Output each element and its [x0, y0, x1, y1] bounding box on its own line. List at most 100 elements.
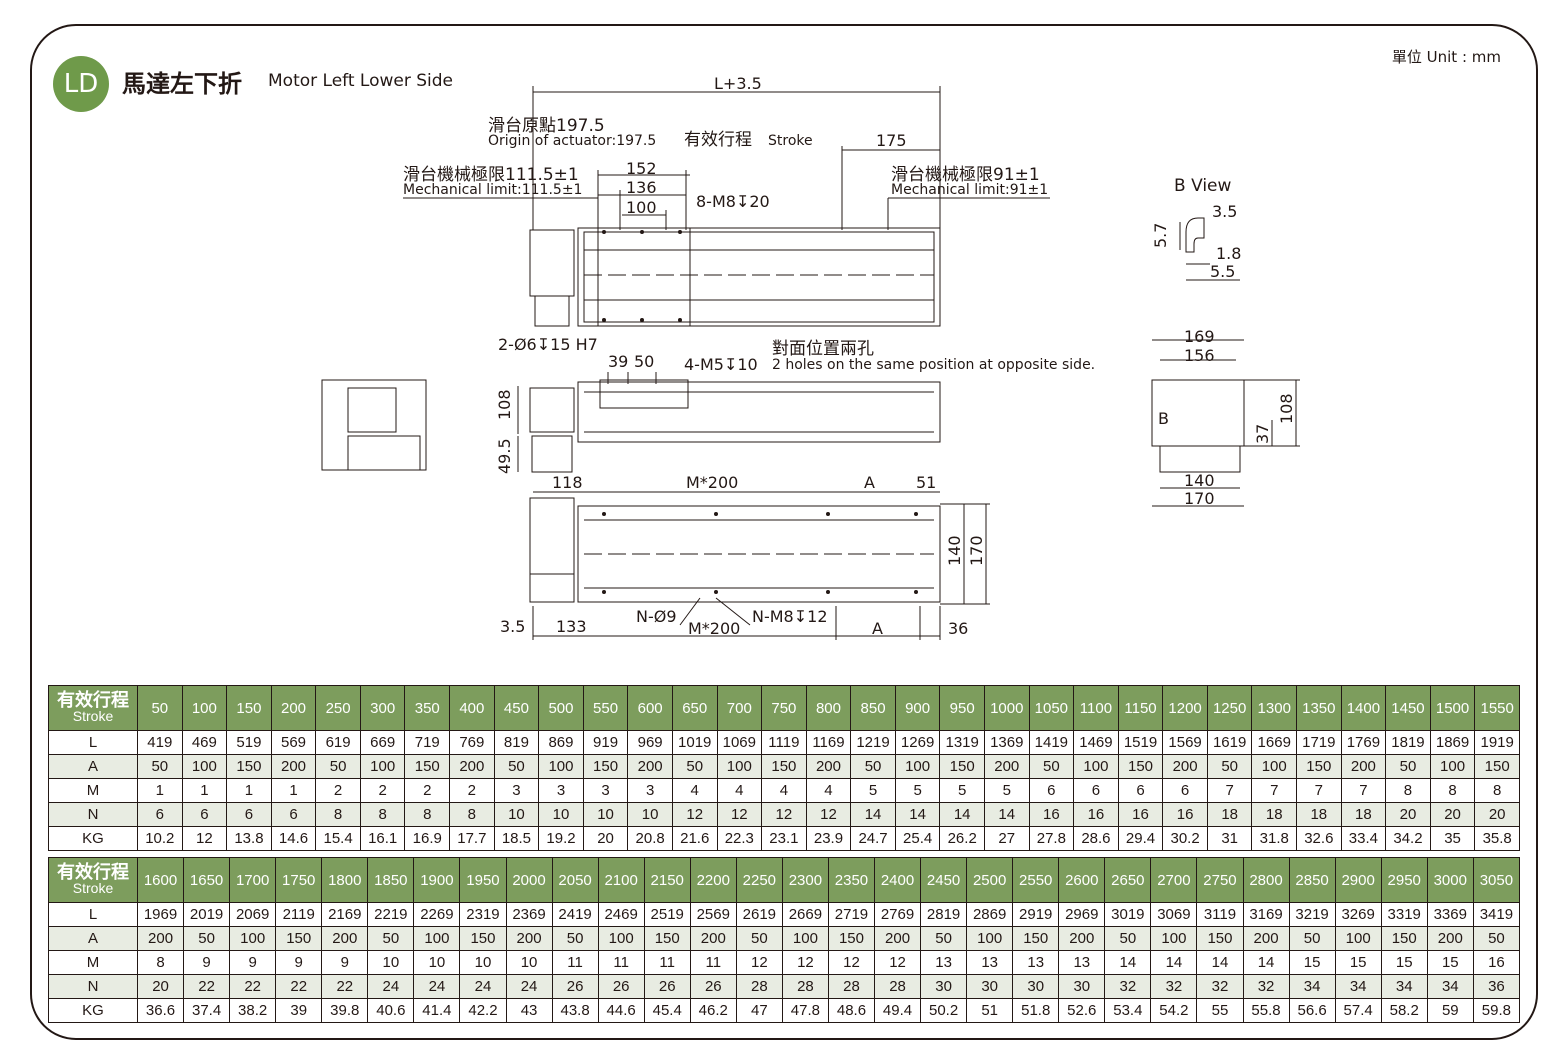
bview-5-5: 5.5	[1210, 262, 1235, 281]
table-cell: 14	[939, 802, 985, 827]
table-cell: 43	[505, 998, 553, 1023]
dim-51: 51	[916, 473, 936, 492]
table-cell: 14	[1104, 950, 1152, 975]
table-cell: 1619	[1206, 730, 1253, 755]
table-cell: 1069	[716, 730, 763, 755]
table-cell: 2719	[827, 902, 876, 927]
table-cell: 200	[805, 754, 852, 779]
table-cell: 2019	[183, 902, 231, 927]
table-cell: 6	[181, 802, 228, 827]
table-cell: 30	[920, 974, 968, 999]
table-cell: 919	[582, 730, 629, 755]
stroke-value: 1000	[983, 685, 1030, 731]
table-cell: 50	[1104, 926, 1152, 951]
stroke-value: 800	[805, 685, 852, 731]
table-cell: 3269	[1334, 902, 1382, 927]
table-cell: 23.9	[805, 826, 852, 851]
table-cell: 32.6	[1296, 826, 1342, 851]
table-cell: 200	[321, 926, 369, 951]
table-cell: 1419	[1028, 730, 1075, 755]
table-cell: 4	[671, 778, 718, 803]
stroke-label-zh: 有效行程	[57, 862, 129, 882]
table-cell: 12	[873, 950, 922, 975]
model-badge: LD	[53, 56, 109, 112]
stroke-label-zh: 有效行程	[57, 690, 129, 710]
table-cell: 29.4	[1117, 826, 1164, 851]
table-cell: 50	[1206, 754, 1253, 779]
dim-m200-bottom: M*200	[688, 619, 740, 638]
row-label: M	[48, 950, 138, 975]
stroke-value: 2900	[1334, 857, 1382, 903]
table-cell: 34.2	[1385, 826, 1431, 851]
mech-left-en: Mechanical limit:111.5±1	[403, 182, 582, 198]
dim-3-5: 3.5	[500, 617, 525, 636]
table-cell: 5	[894, 778, 941, 803]
stroke-value: 1250	[1206, 685, 1253, 731]
table-cell: 2	[359, 778, 406, 803]
stroke-value: 3000	[1426, 857, 1474, 903]
table-cell: 35	[1429, 826, 1476, 851]
stroke-value: 1850	[367, 857, 415, 903]
table-cell: 100	[1334, 926, 1382, 951]
table-cell: 18	[1206, 802, 1253, 827]
end-108: 108	[1277, 393, 1296, 424]
stroke-value: 2650	[1104, 857, 1152, 903]
table-cell: 100	[781, 926, 829, 951]
table-cell: 1169	[805, 730, 852, 755]
dim-118: 118	[552, 473, 583, 492]
table-cell: 20	[1474, 802, 1520, 827]
table-cell: 6	[270, 802, 317, 827]
table-cell: 200	[1058, 926, 1106, 951]
table-cell: 200	[627, 754, 673, 779]
table-cell: 769	[449, 730, 495, 755]
table-cell: 2319	[459, 902, 507, 927]
table-cell: 2219	[367, 902, 415, 927]
dim-136: 136	[626, 178, 657, 197]
table-cell: 200	[449, 754, 495, 779]
stroke-value: 300	[359, 685, 406, 731]
table-cell: 3319	[1380, 902, 1428, 927]
table-cell: 16	[1073, 802, 1119, 827]
dim-a-top: A	[864, 473, 875, 492]
origin-label-en: Origin of actuator:197.5	[488, 133, 656, 149]
stroke-value: 2850	[1288, 857, 1336, 903]
stroke-value: 1400	[1340, 685, 1387, 731]
table-cell: 8	[1474, 778, 1520, 803]
table-cell: 200	[1340, 754, 1387, 779]
stroke-value: 1600	[136, 857, 185, 903]
table-cell: 39	[275, 998, 323, 1023]
table-cell: 32	[1150, 974, 1198, 999]
table-cell: 39.8	[321, 998, 369, 1023]
table-cell: 50	[920, 926, 968, 951]
table-cell: 28	[827, 974, 876, 999]
table-cell: 24	[413, 974, 461, 999]
table-cell: 19.2	[538, 826, 584, 851]
table-cell: 3169	[1242, 902, 1290, 927]
table-cell: 14	[894, 802, 941, 827]
table-cell: 3069	[1150, 902, 1198, 927]
table-cell: 419	[137, 730, 183, 755]
table-cell: 30.2	[1162, 826, 1208, 851]
table-cell: 51	[966, 998, 1014, 1023]
table-cell: 20	[136, 974, 185, 999]
table-cell: 50	[735, 926, 783, 951]
table-cell: 16.1	[359, 826, 406, 851]
table-cell: 14	[1196, 950, 1244, 975]
table-cell: 28	[781, 974, 829, 999]
table-cell: 40.6	[367, 998, 415, 1023]
stroke-value: 600	[627, 685, 673, 731]
table-cell: 50	[551, 926, 599, 951]
table-cell: 150	[226, 754, 272, 779]
table-cell: 37.4	[183, 998, 231, 1023]
stroke-value: 500	[538, 685, 584, 731]
table-cell: 2169	[321, 902, 369, 927]
table-cell: 569	[270, 730, 317, 755]
table-cell: 50	[367, 926, 415, 951]
